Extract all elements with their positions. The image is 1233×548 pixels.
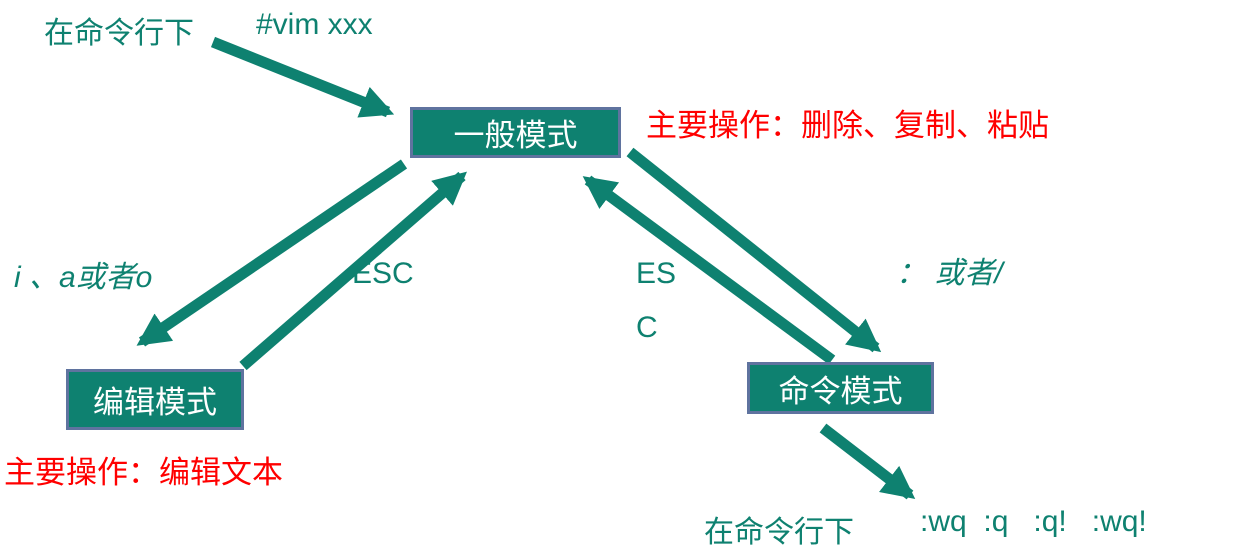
arrow-edit-to-general [239,171,467,371]
save-quit-commands-label: :wq :q :q! :wq! [920,505,1147,538]
edge-label-colon-or-slash: ： 或者/ [896,257,1003,290]
edge-label-esc-right-line2: C [636,311,658,344]
vim-command-label: #vim xxx [256,8,373,41]
edge-label-esc-right-line1: ES [636,257,677,290]
bottom-context-label: 在命令行下 [704,516,854,548]
edit-mode-operations: 主要操作：编辑文本 [4,455,283,490]
node-command-mode: 命令模式 [747,362,934,414]
edge-label-esc-left: ESC [352,257,414,290]
edge-label-i-a-o: i 、a或者o [14,261,153,294]
node-general-mode: 一般模式 [410,107,621,158]
general-mode-operations: 主要操作：删除、复制、粘贴 [646,108,1049,143]
arrow-command-to-general [582,175,836,365]
arrow-command-exit [819,423,916,500]
top-context-label: 在命令行下 [44,17,194,50]
node-edit-mode: 编辑模式 [66,369,244,430]
arrow-general-to-edit [136,159,408,347]
arrow-general-to-command [626,147,882,353]
arrow-launch-vim [210,36,395,118]
